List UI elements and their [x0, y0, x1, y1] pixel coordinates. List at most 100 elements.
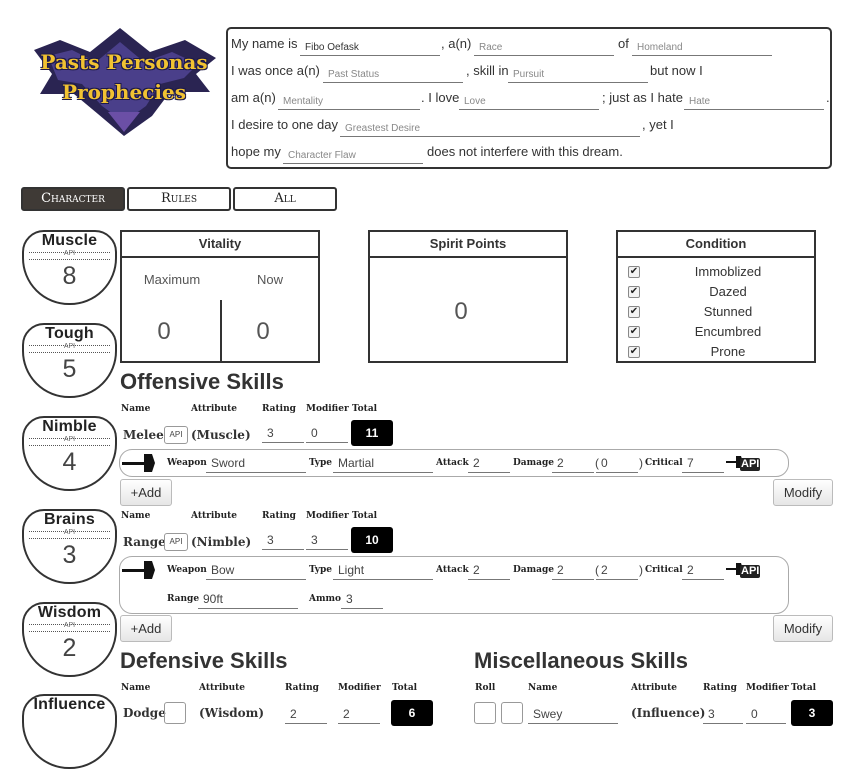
weapon-card-range: Weapon Bow Type Light Attack 2 Damage 2 …: [119, 556, 789, 614]
misc-skill-name-field[interactable]: Swey: [528, 702, 618, 724]
column-header-attribute: Attribute: [191, 511, 238, 521]
greatest-desire-field[interactable]: Greastest Desire: [340, 115, 640, 137]
weapon-axe-icon[interactable]: [122, 453, 156, 473]
tab-character[interactable]: Character: [21, 187, 125, 211]
attribute-tough[interactable]: Tough API 5: [22, 323, 117, 398]
attribute-divider: [29, 624, 110, 625]
weapon-type-field[interactable]: Martial: [333, 451, 433, 473]
attribute-muscle[interactable]: Muscle API 8: [22, 230, 117, 305]
past-status-field[interactable]: Past Status: [323, 61, 463, 83]
damage-paren-close: ): [639, 456, 643, 470]
attribute-api-button[interactable]: API: [63, 250, 76, 257]
weapon-label: Weapon: [167, 458, 207, 468]
skill-attribute: (Nimble): [191, 535, 252, 549]
weapon-name-field[interactable]: Bow: [206, 558, 306, 580]
attribute-divider: [29, 631, 110, 632]
weapon-attack-field[interactable]: 2: [468, 451, 510, 473]
add-skill-button[interactable]: +Add: [120, 479, 172, 506]
attribute-value[interactable]: 5: [62, 355, 77, 383]
add-skill-button[interactable]: +Add: [120, 615, 172, 642]
attribute-brains[interactable]: Brains API 3: [22, 509, 117, 584]
mentality-field[interactable]: Mentality: [278, 88, 420, 110]
attribute-value[interactable]: 8: [62, 262, 77, 290]
homeland-field[interactable]: Homeland: [632, 34, 772, 56]
desire-label: I desire to one day: [231, 117, 338, 132]
condition-checkbox[interactable]: ✔: [628, 306, 640, 318]
vitality-max-value[interactable]: 0: [157, 318, 171, 345]
attribute-shield: [22, 230, 117, 305]
defensive-modifier-field[interactable]: 2: [338, 702, 380, 724]
vitality-now-label: Now: [256, 272, 283, 287]
defensive-rating-field[interactable]: 2: [285, 702, 327, 724]
weapon-axe-icon[interactable]: [122, 560, 156, 580]
race-label: , a(n): [441, 36, 472, 51]
modify-skill-button[interactable]: Modify: [773, 479, 833, 506]
name-label: My name is: [231, 36, 298, 51]
attribute-wisdom[interactable]: Wisdom API 2: [22, 602, 117, 677]
spirit-points-panel: Spirit Points 0: [368, 230, 568, 363]
attribute-api-button[interactable]: API: [63, 622, 76, 629]
modify-skill-button[interactable]: Modify: [773, 615, 833, 642]
skill-rating-field[interactable]: 3: [262, 421, 304, 443]
condition-checkbox[interactable]: ✔: [628, 346, 640, 358]
weapon-damage-mod-field[interactable]: 2: [596, 558, 638, 580]
weapon-name-field[interactable]: Sword: [206, 451, 306, 473]
name-field[interactable]: Fibo Oefask: [300, 34, 440, 56]
misc-api-button[interactable]: [501, 702, 523, 724]
attribute-value[interactable]: 4: [62, 448, 77, 476]
condition-checkbox[interactable]: ✔: [628, 286, 640, 298]
homeland-label: of: [618, 36, 629, 51]
attribute-value[interactable]: 3: [62, 541, 77, 569]
attribute-influence[interactable]: Influence: [22, 694, 117, 769]
attribute-api-button[interactable]: API: [63, 529, 76, 536]
love-label: . I love: [421, 90, 460, 105]
condition-label: Encumbred: [694, 324, 762, 339]
weapon-damage-mod-field[interactable]: 0: [596, 451, 638, 473]
attribute-divider: [29, 445, 110, 446]
offensive-skills-heading: Offensive Skills: [120, 369, 284, 394]
condition-immobilized: ✔ Immoblized: [628, 262, 818, 282]
attribute-shield: [22, 416, 117, 491]
weapon-damage-field[interactable]: 2: [552, 451, 594, 473]
hate-field[interactable]: Hate: [684, 88, 824, 110]
tab-all[interactable]: All: [233, 187, 337, 211]
condition-checkbox[interactable]: ✔: [628, 326, 640, 338]
weapon-attack-field[interactable]: 2: [468, 558, 510, 580]
attribute-api-button[interactable]: API: [63, 436, 76, 443]
race-field[interactable]: Race: [474, 34, 614, 56]
condition-label: Stunned: [703, 304, 753, 319]
misc-roll-button[interactable]: [474, 702, 496, 724]
misc-rating-field[interactable]: 3: [703, 702, 743, 724]
attribute-value[interactable]: 2: [62, 634, 77, 662]
skill-modifier-field[interactable]: 0: [306, 421, 348, 443]
weapon-api-button[interactable]: API: [740, 565, 761, 578]
mentality-label: am a(n): [231, 90, 276, 105]
weapon-range-field[interactable]: 90ft: [198, 587, 298, 609]
character-flaw-field[interactable]: Character Flaw: [283, 142, 423, 164]
skill-modifier-field[interactable]: 3: [306, 528, 348, 550]
weapon-critical-field[interactable]: 2: [682, 558, 724, 580]
weapon-type-field[interactable]: Light: [333, 558, 433, 580]
weapon-critical-field[interactable]: 7: [682, 451, 724, 473]
love-field[interactable]: Love: [459, 88, 599, 110]
vitality-max-label: Maximum: [143, 272, 201, 287]
condition-dazed: ✔ Dazed: [628, 282, 818, 302]
skill-api-button[interactable]: API: [164, 426, 188, 444]
tab-rules[interactable]: Rules: [127, 187, 231, 211]
condition-checkbox[interactable]: ✔: [628, 266, 640, 278]
attribute-divider: [29, 259, 110, 260]
weapon-api-button[interactable]: API: [740, 458, 761, 471]
attribute-api-button[interactable]: API: [63, 343, 76, 350]
skill-api-button[interactable]: API: [164, 533, 188, 551]
vitality-now-value[interactable]: 0: [256, 318, 270, 345]
attribute-name: Nimble: [42, 418, 97, 435]
misc-modifier-field[interactable]: 0: [746, 702, 786, 724]
hate-label: ; just as I hate: [602, 90, 683, 105]
pursuit-field[interactable]: Pursuit: [508, 61, 648, 83]
weapon-ammo-field[interactable]: 3: [341, 587, 383, 609]
weapon-damage-field[interactable]: 2: [552, 558, 594, 580]
skill-rating-field[interactable]: 3: [262, 528, 304, 550]
attribute-nimble[interactable]: Nimble API 4: [22, 416, 117, 491]
spirit-points-value[interactable]: 0: [454, 298, 468, 325]
defensive-api-button[interactable]: [164, 702, 186, 724]
